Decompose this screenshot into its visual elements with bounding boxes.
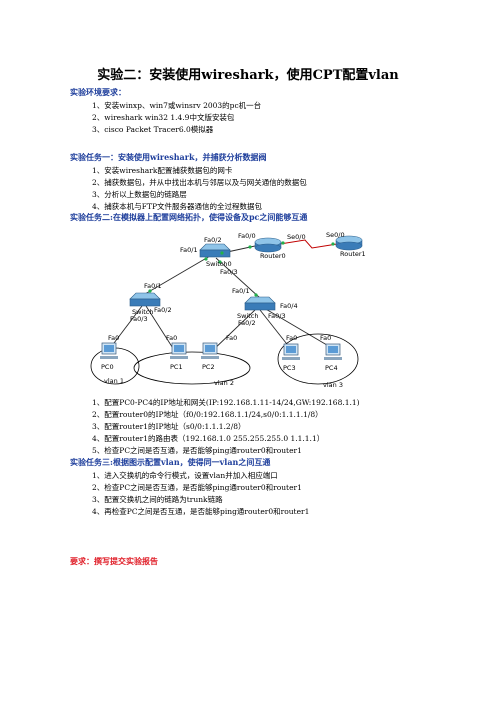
task2-item: 5、检查PC之间是否互通，是否能够ping通router0和router1: [92, 446, 302, 455]
router1-icon: [335, 235, 363, 251]
pc2-label: PC2: [202, 363, 215, 371]
task3-heading: 实验任务三:根据图示配置vlan，使得同一vlan之间互通: [70, 457, 271, 467]
env-heading: 实验环境要求：: [70, 87, 126, 97]
task3-item: 1、进入交换机的命令行模式，设置vlan并加入相应端口: [92, 471, 278, 480]
port-label: Fa0: [286, 334, 297, 342]
vlan2-ellipse: [133, 351, 251, 385]
port-label: Fa0/3: [130, 315, 148, 323]
port-label: Fa0/0: [238, 232, 256, 240]
pc3-label: PC3: [283, 364, 296, 372]
port-label: Fa0/4: [280, 302, 298, 310]
pc0-label: PC0: [101, 363, 114, 371]
task1-item: 4、捕获本机与FTP文件服务器通信的全过程数据包: [92, 202, 263, 211]
task2-heading: 实验任务二:在模拟器上配置网络拓扑，使得设备及pc之间能够互通: [70, 212, 308, 222]
port-label: Fa0/1: [180, 246, 198, 254]
port-status-dots: [148, 241, 335, 297]
link-switch-right-pc3: [259, 309, 291, 349]
link-switch-left-pc1: [145, 305, 177, 354]
env-item: 1、安装winxp、win7或winsrv 2003的pc机一台: [92, 101, 262, 110]
vlan1-label: vlan 1: [104, 377, 124, 385]
switch-left-icon: [129, 292, 161, 307]
port-label: Fa0/1: [144, 282, 162, 290]
pc1-icon: [170, 342, 188, 359]
report-requirement: 要求：撰写提交实验报告: [70, 556, 158, 566]
port-label: Se0/0: [326, 231, 345, 239]
port-label: Fa0/3: [268, 312, 286, 320]
task3-item: 4、再检查PC之间是否互通，是否能够ping通router0和router1: [92, 507, 310, 516]
task1-heading: 实验任务一：安装使用wireshark，并捕获分析数据阀: [70, 152, 267, 162]
task3-item: 3、配置交换机之间的链路为trunk链路: [92, 495, 223, 504]
router0-label: Router0: [260, 252, 286, 260]
link-switch-right-pc2: [209, 309, 256, 354]
router0-icon: [254, 237, 282, 253]
network-topology-diagram: Switch0 Switch Switch Router0 Router1 PC…: [90, 231, 366, 389]
env-item: 3、cisco Packet Tracer6.0模拟器: [92, 125, 214, 134]
port-label: Se0/0: [287, 233, 306, 241]
pc0-icon: [100, 342, 118, 359]
task3-item: 2、检查PC之间是否互通，是否能够ping通router0和router1: [92, 483, 302, 492]
port-label: Fa0: [320, 334, 331, 342]
task1-item: 1、安装wireshark配置捕获数据包的网卡: [92, 166, 233, 175]
pc2-icon: [201, 342, 219, 359]
link-switch-right-pc4: [263, 307, 333, 349]
switch-right-label: Switch: [237, 312, 259, 320]
port-label: Fa0/2: [154, 306, 172, 314]
switch0-icon: [199, 243, 231, 258]
pc4-label: PC4: [325, 364, 338, 372]
router1-label: Router1: [340, 250, 366, 258]
vlan3-label: vlan 3: [323, 381, 343, 389]
task1-item: 2、捕获数据包，并从中找出本机与邻居以及与网关通信的数据包: [92, 178, 307, 187]
task1-item: 3、分析以上数据包的链路层: [92, 190, 187, 199]
task2-item: 2、配置router0的IP地址（f0/0:192.168.1.1/24,s0/…: [92, 410, 323, 419]
switch-left-label: Switch: [132, 308, 154, 316]
link-switch0-switch-left: [144, 255, 211, 295]
pc4-icon: [324, 343, 342, 360]
pc1-label: PC1: [170, 363, 183, 371]
port-label: Fa0/2: [204, 236, 222, 244]
port-label: Fa0/3: [220, 268, 238, 276]
port-label: Fa0/1: [232, 287, 250, 295]
port-label: Fa0: [108, 334, 119, 342]
pc3-icon: [282, 343, 300, 360]
links: [107, 245, 333, 354]
page-title: 实验二：安装使用wireshark，使用CPT配置vlan: [97, 68, 399, 83]
port-label: Fa0/2: [238, 319, 256, 327]
port-label: Fa0: [226, 334, 237, 342]
vlan2-label: vlan 2: [214, 379, 234, 387]
switch-right-icon: [244, 296, 276, 311]
task2-item: 4、配置router1的路由表（192.168.1.0 255.255.255.…: [92, 434, 325, 443]
task2-item: 3、配置router1的IP地址（s0/0:1.1.1.2/8）: [92, 422, 246, 431]
task2-item: 1、配置PC0-PC4的IP地址和网关(IP:192.168.1.11-14/2…: [92, 398, 360, 407]
link-switch0-switch-right: [215, 257, 261, 299]
env-item: 2、wireshark win32 1.4.9中文版安装包: [92, 113, 235, 122]
serial-link-router0-router1: [279, 239, 338, 249]
vlan3-ellipse: [277, 333, 359, 385]
port-label: Fa0: [166, 334, 177, 342]
switch0-label: Switch0: [206, 260, 232, 268]
